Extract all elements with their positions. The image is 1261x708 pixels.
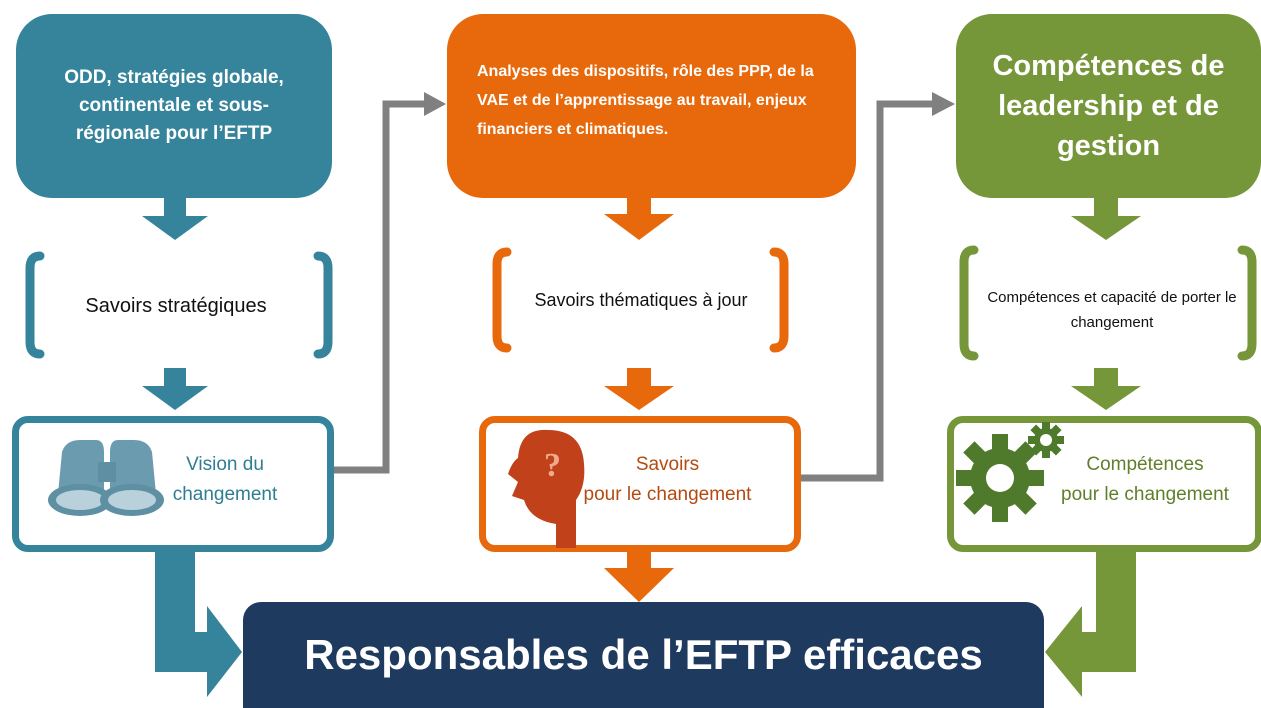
bracket-right-orange (769, 247, 789, 353)
arrow-down-orange-1 (604, 198, 674, 240)
competence-label: Compétences pour le changement (1040, 450, 1250, 510)
competence-label-line2: pour le changement (1061, 484, 1229, 505)
knowledge-label-line1: Savoirs (635, 454, 700, 475)
head-question-icon: ? (508, 429, 585, 548)
arrow-down-green-1 (1071, 198, 1141, 240)
svg-text:?: ? (544, 447, 561, 484)
outcome-text: Responsables de l’EFTP efficaces (304, 631, 983, 678)
vision-label-line2: changement (172, 484, 278, 505)
thematic-knowledge-text: Savoirs thématiques à jour (534, 290, 748, 310)
bracket-right-green (1237, 245, 1257, 361)
leadership-box-text: Compétences de leadership et de gestion (992, 50, 1225, 162)
vision-label-line1: Vision du (186, 454, 264, 475)
arrow-teal-to-bottom (155, 552, 242, 697)
arrow-down-orange-2 (604, 368, 674, 410)
outcome-box: Responsables de l’EFTP efficaces (243, 602, 1044, 708)
bracket-left-teal (25, 251, 45, 359)
change-capacity-label: Compétences et capacité de porter le cha… (982, 262, 1242, 358)
strategy-box: ODD, stratégies globale, continentale et… (16, 14, 332, 198)
bracket-left-green (959, 245, 979, 361)
vision-label: Vision du changement (160, 450, 290, 510)
connector-arrowhead-2 (932, 92, 955, 116)
connector-orange-to-green (801, 100, 936, 482)
strategic-knowledge-text: Savoirs stratégiques (85, 294, 267, 317)
strategy-box-text: ODD, stratégies globale, continentale et… (64, 67, 284, 144)
arrow-down-teal-1 (142, 198, 208, 240)
arrow-green-to-bottom (1045, 552, 1136, 697)
competence-label-line1: Compétences (1086, 454, 1204, 475)
connector-arrowhead-1 (424, 92, 446, 116)
connector-teal-to-orange (334, 100, 428, 474)
change-capacity-text: Compétences et capacité de porter le cha… (987, 289, 1237, 331)
analysis-box-text: Analyses des dispositifs, rôle des PPP, … (477, 62, 814, 138)
thematic-knowledge-label: Savoirs thématiques à jour (505, 252, 777, 348)
knowledge-label: Savoirs pour le changement (555, 450, 780, 510)
arrow-down-teal-2 (142, 368, 208, 410)
arrow-down-green-2 (1071, 368, 1141, 410)
binoculars-icon (48, 440, 164, 516)
arrow-orange-to-bottom (604, 552, 674, 602)
bracket-left-orange (492, 247, 512, 353)
bracket-right-teal (313, 251, 333, 359)
knowledge-label-line2: pour le changement (583, 484, 752, 505)
analysis-box: Analyses des dispositifs, rôle des PPP, … (447, 14, 856, 198)
leadership-box: Compétences de leadership et de gestion (956, 14, 1261, 198)
gears-icon (956, 422, 1064, 522)
strategic-knowledge-label: Savoirs stratégiques (40, 258, 312, 354)
